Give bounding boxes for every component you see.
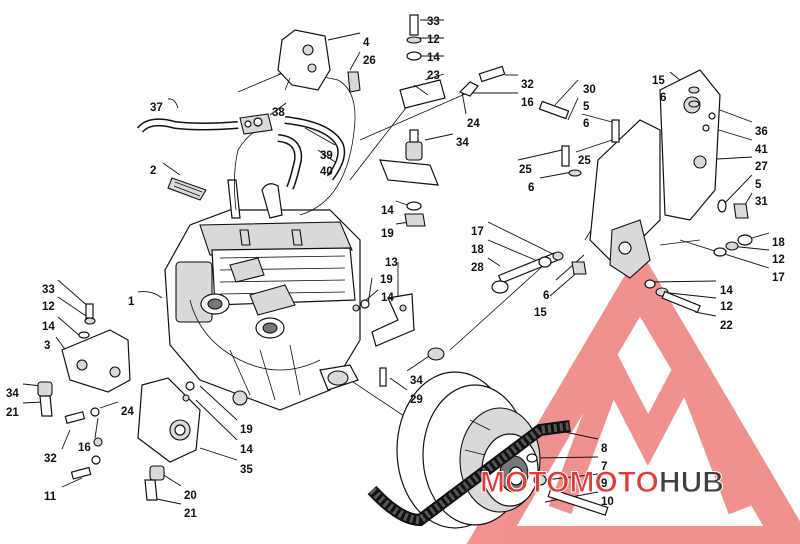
callout-label-35: 35: [240, 464, 253, 476]
callout-label-6c: 6: [660, 92, 666, 104]
callout-label-20: 20: [184, 490, 197, 502]
callout-label-34b: 34: [410, 375, 423, 387]
center-mount: [379, 14, 506, 227]
callout-label-18: 18: [471, 244, 484, 256]
callout-label-6b: 6: [528, 182, 534, 194]
callout-label-18b: 18: [772, 237, 785, 249]
watermark-brand-part2: MOTO: [569, 466, 658, 499]
callout-label-27: 27: [755, 161, 768, 173]
callout-label-32: 32: [521, 79, 534, 91]
callout-label-14d: 14: [42, 321, 55, 333]
callout-label-23: 23: [427, 70, 440, 82]
callout-label-36: 36: [755, 126, 768, 138]
callout-label-25b: 25: [578, 155, 591, 167]
watermark-brand-part3: HUB: [659, 466, 724, 499]
callout-label-16: 16: [521, 97, 534, 109]
callout-label-22: 22: [720, 320, 733, 332]
callout-label-10: 10: [601, 496, 614, 508]
svg-text:MOTOMOTOHUB: MOTOMOTOHUB: [480, 466, 724, 499]
callout-label-6d: 6: [543, 290, 549, 302]
callout-label-12: 12: [427, 34, 440, 46]
callout-label-12b: 12: [772, 254, 785, 266]
callout-label-40: 40: [320, 166, 333, 178]
lower-bracket-35: [64, 377, 201, 501]
callout-label-3: 3: [44, 340, 50, 352]
callout-label-5: 5: [583, 101, 590, 113]
callout-label-15: 15: [652, 75, 665, 87]
left-bracket-3: [37, 303, 131, 417]
callout-label-34: 34: [456, 137, 469, 149]
callout-label-39: 39: [320, 150, 333, 162]
bolt-28: [491, 251, 587, 294]
callout-label-17: 17: [471, 226, 484, 238]
watermark-brand-part1: MOTO: [480, 466, 569, 499]
callout-label-5b: 5: [755, 179, 762, 191]
right-bracket-assembly: [538, 69, 753, 279]
callout-label-12c: 12: [720, 301, 733, 313]
callout-label-33: 33: [427, 16, 440, 28]
top-bracket: [277, 29, 361, 93]
callout-label-16b: 16: [78, 442, 91, 454]
callout-label-25: 25: [519, 164, 532, 176]
engine-assembly: [164, 71, 361, 411]
callout-label-8: 8: [601, 443, 608, 455]
callout-label-21: 21: [6, 407, 19, 419]
callout-label-32b: 32: [44, 453, 57, 465]
callout-label-26: 26: [363, 55, 376, 67]
callout-label-14b: 14: [381, 292, 394, 304]
callout-label-14a: 14: [381, 205, 394, 217]
callout-label-37: 37: [150, 102, 163, 114]
callout-label-28: 28: [471, 262, 484, 274]
callout-label-6: 6: [583, 118, 589, 130]
watermark-text: MOTOMOTOHUB: [480, 466, 725, 500]
callout-label-15b: 15: [534, 307, 547, 319]
callout-label-7: 7: [601, 461, 607, 473]
callout-label-12d: 12: [42, 301, 55, 313]
callout-label-19b: 19: [380, 274, 393, 286]
callout-label-14: 14: [427, 52, 440, 64]
callout-label-4: 4: [363, 37, 370, 49]
callout-label-19a: 19: [381, 228, 394, 240]
callout-label-29: 29: [410, 394, 423, 406]
callout-label-41: 41: [755, 144, 768, 156]
callout-label-14e: 14: [240, 444, 253, 456]
bracket-13: [352, 293, 445, 387]
gasket: [167, 177, 207, 201]
callout-label-24: 24: [467, 118, 480, 130]
callout-label-14c: 14: [720, 285, 733, 297]
callout-label-38: 38: [272, 107, 285, 119]
callout-label-24b: 24: [121, 406, 134, 418]
callout-label-21b: 21: [184, 508, 197, 520]
hoses: [136, 113, 346, 190]
callout-label-19c: 19: [240, 424, 253, 436]
callout-label-13: 13: [385, 257, 398, 269]
callout-label-34c: 34: [6, 388, 19, 400]
drive-belt: [367, 420, 571, 527]
callout-label-1: 1: [128, 296, 135, 308]
callout-label-9: 9: [601, 478, 607, 490]
callout-label-17b: 17: [772, 272, 785, 284]
callout-label-11: 11: [44, 491, 57, 503]
callout-label-33b: 33: [42, 284, 55, 296]
bolt-22: [644, 279, 701, 314]
watermark-logo: [466, 249, 800, 544]
callout-label-2: 2: [150, 165, 156, 177]
callout-label-31: 31: [755, 196, 768, 208]
callout-label-30: 30: [583, 84, 596, 96]
